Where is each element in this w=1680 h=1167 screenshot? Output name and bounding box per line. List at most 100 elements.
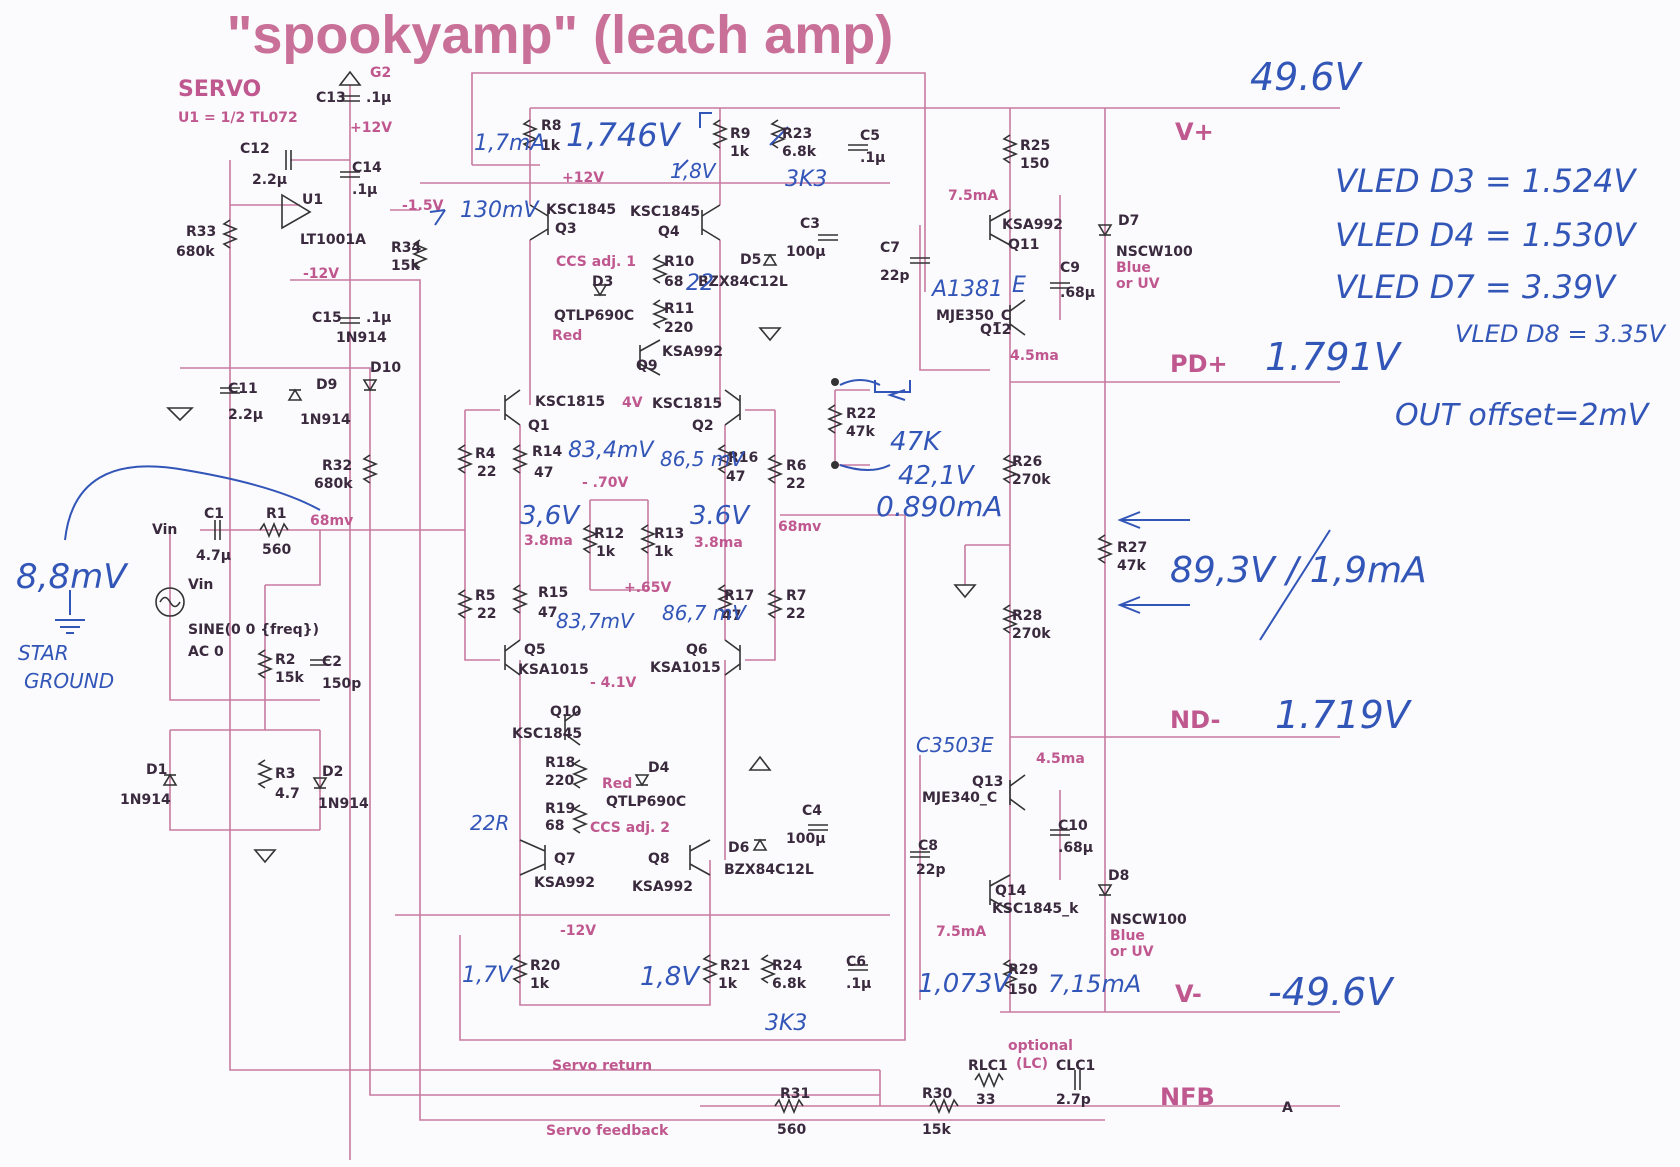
resistor-r6[interactable] — [766, 454, 784, 484]
transistor-q1[interactable] — [504, 389, 521, 426]
resistor-r27[interactable] — [1096, 534, 1114, 564]
transistor-q2[interactable] — [724, 389, 741, 426]
resistor-r3[interactable] — [256, 759, 274, 789]
resistor-r26[interactable] — [1001, 454, 1019, 484]
resistor-r9[interactable] — [711, 119, 729, 149]
net-nd-minus: ND- — [1170, 706, 1220, 734]
capacitor-c5[interactable] — [848, 144, 868, 151]
transistor-q11[interactable] — [989, 209, 1011, 246]
capacitor-c7[interactable] — [910, 257, 930, 264]
label-r30-value: 15k — [922, 1122, 951, 1138]
capacitor-c14[interactable] — [340, 171, 360, 178]
diode-d9[interactable] — [287, 388, 303, 401]
capacitor-c2[interactable] — [310, 659, 330, 666]
resistor-r8[interactable] — [521, 119, 539, 149]
resistor-r14[interactable] — [511, 444, 529, 474]
diode-d5[interactable] — [762, 253, 778, 266]
transistor-q6[interactable] — [724, 639, 741, 676]
diode-d8[interactable] — [1097, 884, 1113, 897]
capacitor-c10[interactable] — [1050, 829, 1070, 836]
capacitor-c15[interactable] — [340, 317, 360, 324]
signal-source-vin[interactable] — [155, 587, 185, 617]
label-r1-value: 560 — [262, 542, 291, 558]
resistor-r29[interactable] — [1001, 959, 1019, 989]
resistor-r13[interactable] — [639, 524, 657, 554]
resistor-r24[interactable] — [759, 954, 777, 984]
label-r34-value: 15k — [391, 258, 420, 274]
resistor-r25[interactable] — [1001, 134, 1019, 164]
label-r29-value: 150 — [1008, 982, 1037, 998]
capacitor-c13[interactable] — [340, 95, 360, 102]
label-c5-ref: C5 — [860, 128, 880, 144]
resistor-r1[interactable] — [259, 521, 289, 539]
capacitor-c11[interactable] — [220, 387, 240, 394]
resistor-r11[interactable] — [651, 299, 669, 329]
capacitor-c3[interactable] — [818, 234, 838, 241]
transistor-q4[interactable] — [701, 204, 721, 241]
label-r17-value: 47 — [722, 608, 741, 624]
resistor-r20[interactable] — [511, 954, 529, 984]
diode-d6[interactable] — [752, 838, 768, 851]
resistor-r10[interactable] — [651, 254, 669, 284]
diode-d10[interactable] — [362, 379, 378, 392]
resistor-r18[interactable] — [571, 759, 589, 789]
capacitor-c1[interactable] — [214, 520, 221, 540]
diode-d2[interactable] — [312, 777, 328, 790]
component-symbols — [155, 70, 1114, 1115]
diode-d7[interactable] — [1097, 224, 1113, 237]
resistor-r31[interactable] — [774, 1097, 804, 1115]
capacitor-c8[interactable] — [910, 851, 930, 858]
net-38ma-b: 3.8ma — [694, 535, 743, 551]
capacitor-clc1[interactable] — [1074, 1070, 1081, 1090]
resistor-r33[interactable] — [221, 219, 239, 249]
resistor-r34[interactable] — [411, 239, 429, 269]
resistor-r22[interactable] — [826, 404, 844, 434]
handwritten-annotations: 49.6V -49.6V 1.791V 1.719V VLED D3 = 1.5… — [16, 55, 1667, 1036]
label-q11-value: Q11 — [1008, 237, 1039, 253]
resistor-r2[interactable] — [256, 649, 274, 679]
transistor-q9[interactable] — [639, 339, 661, 376]
label-q6-value: KSA1015 — [650, 660, 721, 676]
label-r22-value: 47k — [846, 424, 875, 440]
transistor-q7[interactable] — [519, 839, 546, 876]
label-d9-ref: D9 — [316, 377, 337, 393]
net-75ma-a: 7.5mA — [948, 188, 998, 204]
net-065v: +.65V — [624, 580, 672, 596]
resistor-r7[interactable] — [766, 589, 784, 619]
resistor-r32[interactable] — [361, 454, 379, 484]
resistor-r4[interactable] — [456, 444, 474, 474]
label-r17-ref: R17 — [724, 588, 754, 604]
label-c9-ref: C9 — [1060, 260, 1080, 276]
resistor-rlc1[interactable] — [974, 1071, 1004, 1089]
transistor-q3[interactable] — [529, 204, 549, 241]
resistor-r15[interactable] — [511, 584, 529, 614]
transistor-q12[interactable] — [1009, 299, 1026, 336]
transistor-q8[interactable] — [689, 839, 711, 876]
diode-d1[interactable] — [162, 773, 178, 786]
diode-d3[interactable] — [592, 284, 608, 297]
transistor-q5[interactable] — [504, 639, 521, 676]
transistor-q13[interactable] — [1009, 774, 1026, 811]
resistor-r28[interactable] — [1001, 604, 1019, 634]
resistor-r19[interactable] — [571, 804, 589, 834]
label-r10-ref: R10 — [664, 254, 695, 270]
resistor-r16[interactable] — [716, 444, 734, 474]
capacitor-c9[interactable] — [1050, 282, 1070, 289]
capacitor-c12[interactable] — [285, 150, 292, 170]
label-q4-ref: KSC1845 — [630, 204, 700, 220]
label-c9-value: .68µ — [1060, 285, 1095, 301]
resistor-r21[interactable] — [701, 954, 719, 984]
resistor-r12[interactable] — [581, 524, 599, 554]
diode-d4[interactable] — [634, 774, 650, 787]
transistor-q10[interactable] — [564, 709, 581, 746]
label-r12-value: 1k — [596, 544, 616, 560]
label-d4-value: QTLP690C — [606, 794, 686, 810]
resistor-r17[interactable] — [716, 584, 734, 614]
opamp-u1[interactable] — [281, 193, 312, 230]
resistor-r5[interactable] — [456, 589, 474, 619]
transistor-q14[interactable] — [989, 874, 1011, 911]
capacitor-c6[interactable] — [848, 964, 868, 971]
label-r7-value: 22 — [786, 606, 805, 622]
resistor-r30[interactable] — [929, 1097, 959, 1115]
capacitor-c4[interactable] — [808, 824, 828, 831]
